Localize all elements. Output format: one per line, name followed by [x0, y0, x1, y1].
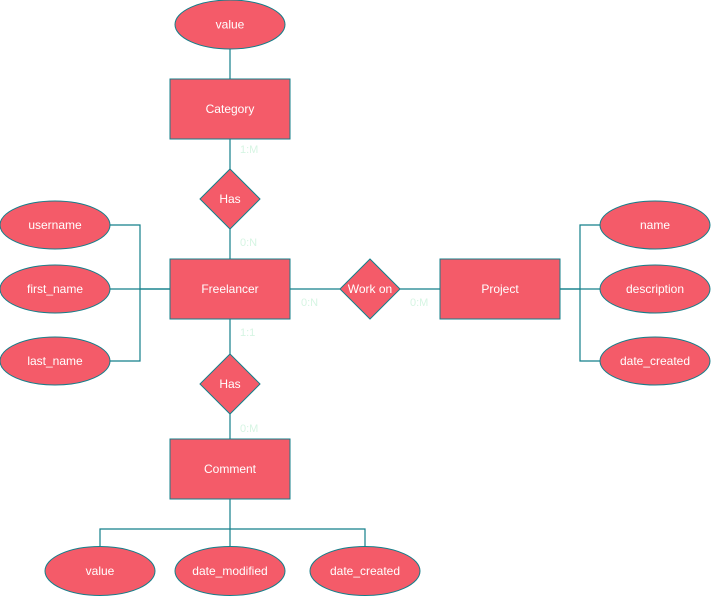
relationship-comment-has[interactable]: Has — [199, 353, 261, 415]
entity-category[interactable]: Category — [169, 78, 291, 140]
relationship-work-on[interactable]: Work on — [339, 258, 401, 320]
attribute-label: username — [28, 218, 82, 232]
cardinality-freelancer-project-side: 0:N — [301, 297, 318, 309]
relationship-label: Has — [219, 192, 240, 206]
attribute-label: date_modified — [192, 564, 267, 578]
attribute-label: date_created — [620, 354, 690, 368]
attribute-username[interactable]: username — [0, 200, 111, 250]
cardinality-freelancer-comment-side: 1:1 — [240, 327, 255, 339]
entity-label: Comment — [204, 462, 257, 476]
entity-label: Category — [206, 102, 255, 116]
attribute-comment-value[interactable]: value — [44, 546, 156, 596]
relationship-category-has[interactable]: Has — [199, 168, 261, 230]
edge-username — [110, 224, 170, 290]
attribute-label: date_created — [330, 564, 400, 578]
edge-comment-value — [99, 528, 230, 546]
attribute-label: name — [640, 218, 670, 232]
entity-label: Project — [481, 282, 519, 296]
relationship-label: Has — [219, 377, 240, 391]
connectors — [99, 48, 600, 546]
edge-project-date-created — [579, 289, 600, 362]
entity-label: Freelancer — [201, 282, 258, 296]
attribute-category-value[interactable]: value — [174, 0, 286, 50]
attribute-label: first_name — [27, 282, 83, 296]
attribute-comment-date-created[interactable]: date_created — [309, 546, 421, 596]
attribute-label: description — [626, 282, 684, 296]
attribute-project-date-created[interactable]: date_created — [599, 336, 711, 386]
cardinality-comment-side: 0:M — [240, 423, 258, 435]
attribute-first-name[interactable]: first_name — [0, 264, 111, 314]
relationship-label: Work on — [348, 282, 392, 296]
cardinality-category-side: 1:M — [240, 144, 258, 156]
attribute-last-name[interactable]: last_name — [0, 336, 111, 386]
attribute-label: value — [86, 564, 115, 578]
cardinality-project-side: 0:M — [410, 297, 428, 309]
edge-project-name — [560, 224, 600, 290]
attribute-label: value — [216, 18, 245, 32]
attribute-project-description[interactable]: description — [599, 264, 711, 314]
edge-comment-date-created — [230, 528, 366, 546]
cardinality-freelancer-category-side: 0:N — [240, 237, 257, 249]
attribute-project-name[interactable]: name — [599, 200, 711, 250]
entity-comment[interactable]: Comment — [169, 438, 291, 500]
attribute-label: last_name — [27, 354, 83, 368]
entity-freelancer[interactable]: Freelancer — [169, 258, 291, 320]
attribute-comment-date-modified[interactable]: date_modified — [174, 546, 286, 596]
edge-last-name — [110, 289, 141, 362]
entity-project[interactable]: Project — [439, 258, 561, 320]
cardinality-labels: 1:M 0:N 0:N 0:M 1:1 0:M — [240, 144, 428, 435]
